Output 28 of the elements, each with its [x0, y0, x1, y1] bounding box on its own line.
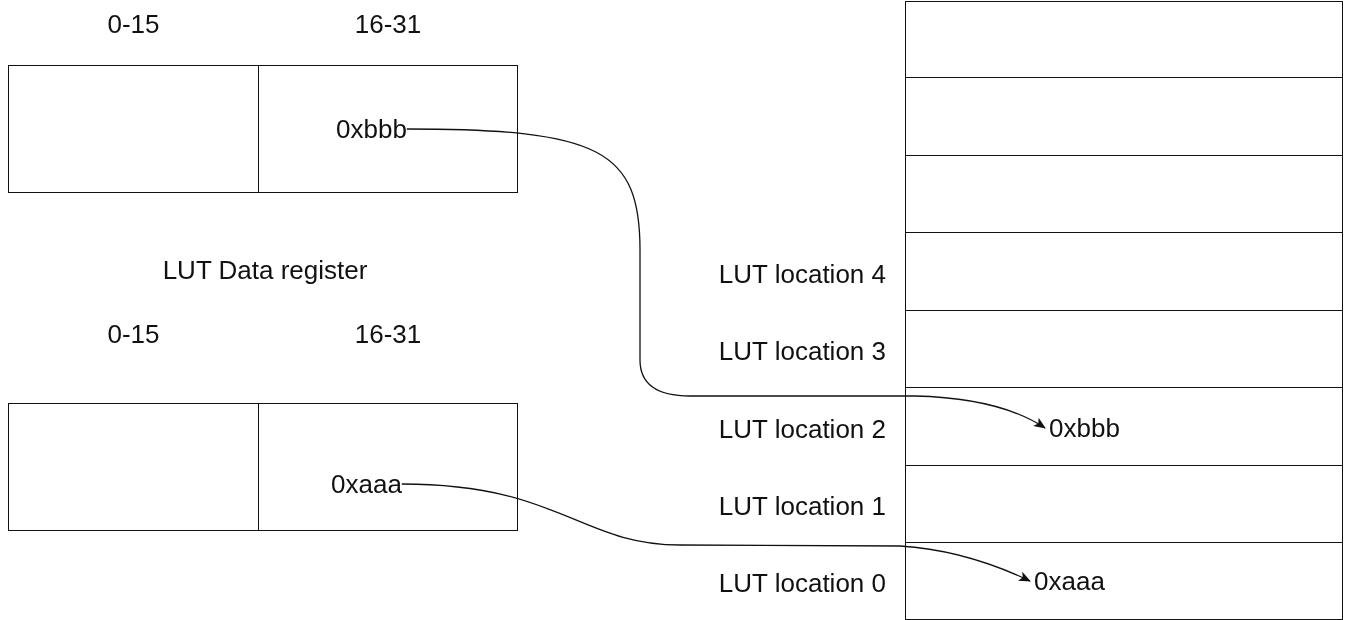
register-field	[8, 403, 259, 531]
bit-range-label: 0-15	[106, 8, 161, 40]
hex-value: 0xbbb	[1049, 412, 1120, 444]
lut-entry-row	[905, 155, 1343, 233]
lut-entry-row	[905, 387, 1343, 466]
hex-value: 0xaaa	[331, 468, 402, 500]
register-field	[258, 65, 518, 193]
hex-value: 0xaaa	[1034, 565, 1105, 597]
lut-entry-row	[905, 232, 1343, 311]
row-label: LUT location 3	[717, 335, 886, 367]
lut-entry-row	[905, 77, 1343, 156]
register-field	[258, 403, 518, 531]
bit-range-label: 16-31	[353, 8, 423, 40]
lut-entry-row	[905, 1, 1343, 78]
bit-range-label: 0-15	[106, 318, 161, 350]
row-label: LUT location 1	[717, 490, 886, 522]
row-label: LUT location 4	[717, 257, 886, 290]
bit-range-label: 16-31	[353, 318, 423, 350]
register-title: LUT Data register	[161, 254, 369, 286]
lut-entry-row	[905, 465, 1343, 543]
row-label: LUT location 2	[717, 412, 886, 445]
hex-value: 0xbbb	[336, 113, 407, 145]
lut-entry-row	[905, 310, 1343, 388]
lut-entry-row	[905, 542, 1343, 620]
row-label: LUT location 0	[717, 567, 886, 599]
arrow	[406, 128, 1046, 429]
register-field	[8, 65, 259, 193]
arrow	[401, 483, 1031, 582]
